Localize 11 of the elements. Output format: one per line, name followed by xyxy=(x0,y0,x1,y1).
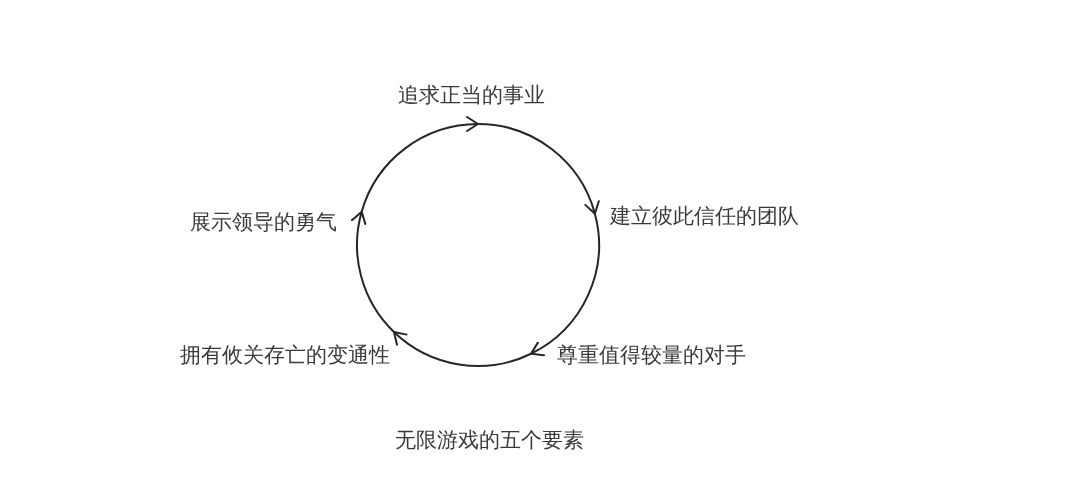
caption: 无限游戏的五个要素 xyxy=(394,427,584,453)
cycle-label: 尊重值得较量的对手 xyxy=(557,342,746,368)
cycle-arrow xyxy=(477,123,600,215)
cycle-label: 建立彼此信任的团队 xyxy=(610,203,799,229)
cycle-arrow xyxy=(351,210,395,334)
cycle-label: 展示领导的勇气 xyxy=(190,209,337,235)
cycle-label: 拥有攸关存亡的变通性 xyxy=(180,342,390,368)
cycle-arrow xyxy=(392,331,533,367)
cycle-label: 追求正当的事业 xyxy=(397,82,545,108)
cycle-arrow xyxy=(360,116,479,213)
cycle-arrow xyxy=(530,212,600,356)
